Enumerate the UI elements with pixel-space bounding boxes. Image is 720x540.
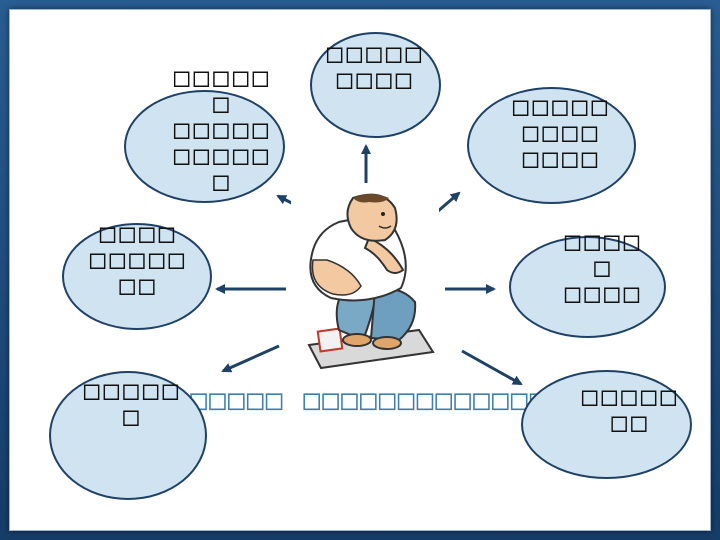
node-upper-right-label: □□□□□ □□□□ □□□□ [512, 92, 612, 174]
node-upper-left-label: □□□□□ □ □□□□□ □□□□□ □ [173, 63, 273, 197]
node-lower-left-bubble [49, 371, 207, 500]
node-lower-right-label: □□□□□ □□ [581, 382, 681, 438]
node-middle-right-bubble [509, 236, 666, 338]
node-upper-right-bubble [467, 87, 636, 204]
node-lower-right-bubble [521, 370, 692, 479]
arrow-to-lower-right [461, 349, 523, 386]
arrow-to-lower-left [221, 344, 280, 373]
node-middle-left-bubble [62, 223, 212, 330]
node-top-label: □□□□□ □□□□ [326, 39, 426, 95]
overweight-man-on-scale-icon [291, 190, 439, 370]
node-lower-left-label: □□□□□ □ [83, 376, 183, 432]
node-top-bubble [310, 32, 441, 138]
node-upper-left-bubble [124, 90, 285, 203]
node-middle-left-label: □□□□ □□□□□ □□ [89, 219, 189, 301]
node-middle-right-label: □□□□ □ □□□□ [564, 227, 644, 309]
